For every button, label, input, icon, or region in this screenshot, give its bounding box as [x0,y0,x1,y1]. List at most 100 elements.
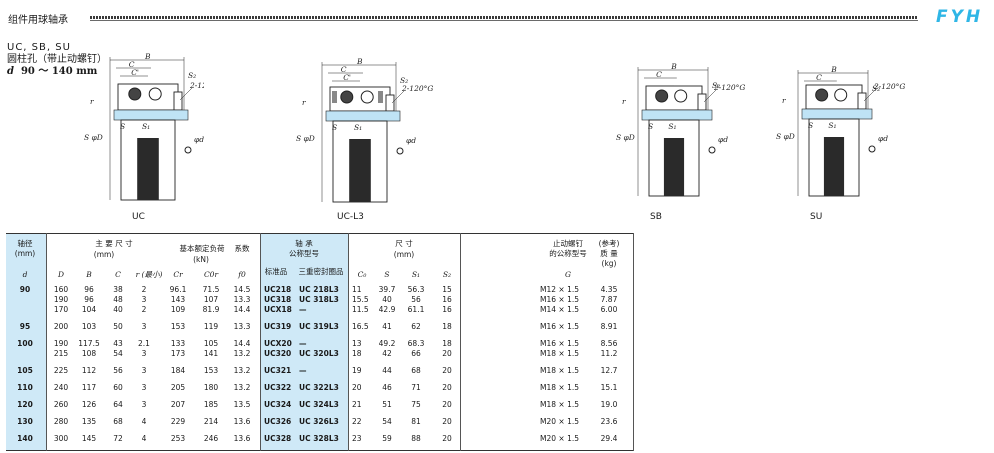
cell-r: 3 [141,366,147,375]
cell-r: 4 [141,434,147,443]
cell-S2: 20 [442,417,452,426]
cell-S2: 20 [442,383,452,392]
seal-icon [378,91,383,103]
cell-C0r: 107 [203,295,219,304]
cell-D: 170 [53,305,69,314]
cell-G: M18 × 1.5 [540,400,579,409]
cell-S: 51 [382,400,392,409]
header-mass: 质 量 [600,249,618,258]
label-S2: S₂ [872,84,880,93]
symbol-S2: S₂ [442,270,452,279]
table-divider [260,233,261,451]
cell-C0r: 81.9 [202,305,220,314]
ball-icon [834,88,848,102]
cell-std: UCX20 [264,339,292,348]
seal-icon [332,91,337,103]
header-ref: (参考) [598,239,620,248]
set-screw-icon [173,91,183,111]
label-B: B [144,52,151,61]
cell-Cr: 153 [170,322,186,331]
cell-D: 240 [53,383,69,392]
header-factor: 系数 [234,244,250,253]
cell-D: 160 [53,285,69,294]
drawing-caption-uc-l3: UC-L3 [337,212,364,222]
header-standard: 标准品 [264,267,288,276]
cell-f0: 13.2 [233,383,251,392]
label-C: C [129,60,135,69]
header-dims: 尺 寸 [395,239,413,248]
cell-D: 280 [53,417,69,426]
cell-sealed: — [299,366,307,375]
screw-leader [703,89,717,103]
cell-r: 3 [141,383,147,392]
cell-G: M16 × 1.5 [540,295,579,304]
label-B: B [670,62,677,71]
cell-Cr: 173 [170,349,186,358]
cell-Cr: 205 [170,383,186,392]
cell-C0: 18 [352,349,362,358]
cell-std: UC328 [264,434,292,443]
cell-G: M18 × 1.5 [540,366,579,375]
hole-icon [868,145,876,153]
cell-G: M18 × 1.5 [540,383,579,392]
inner-ring-shadow [823,137,845,196]
ball-icon [360,90,374,104]
label-B: B [356,57,363,66]
cell-d: 130 [17,417,33,426]
label-S: S [120,122,125,131]
header-dims-unit: (mm) [393,250,415,259]
cell-r: 4 [141,417,147,426]
cell-mass: 11.2 [600,349,618,358]
cell-f0: 13.6 [233,434,251,443]
cell-d: 140 [17,434,33,443]
cell-G: M12 × 1.5 [540,285,579,294]
label-S: S [332,123,337,132]
cell-sealed: UC 318L3 [299,295,339,304]
cell-D: 190 [53,339,69,348]
cell-C0: 22 [352,417,362,426]
header-mass-unit: (kg) [601,259,617,268]
ball-icon [815,88,829,102]
cell-C: 38 [113,285,123,294]
cell-sealed: UC 320L3 [299,349,339,358]
inner-ring-shadow [137,138,159,200]
label-pd: φd [406,136,416,145]
shaft-column-highlight [6,234,46,450]
label-SD: S φD [616,133,635,142]
cell-S: 39.7 [378,285,396,294]
inner-ring-shadow [663,138,685,196]
series-d-range: d 90 ～ 140 mm [7,66,97,77]
header-bearing-designation: 公称型号 [289,249,319,258]
table-divider [46,233,47,451]
header-rule [90,16,918,19]
cell-C0r: 105 [203,339,219,348]
drawing-caption-sb: SB [650,212,662,222]
cell-C0: 23 [352,434,362,443]
cell-D: 215 [53,349,69,358]
cell-S1: 75 [411,400,421,409]
inner-ring-shadow [349,139,371,202]
label-screw: 2-120°G [401,84,433,93]
cell-std: UC326 [264,417,292,426]
cell-C0: 11 [352,285,362,294]
label-C: C [341,65,347,74]
cell-sealed: UC 324L3 [299,400,339,409]
header-main-unit: (mm) [93,250,115,259]
cell-B: 103 [81,322,97,331]
label-pd: φd [878,134,888,143]
cell-B: 108 [81,349,97,358]
symbol-f0: f0 [238,270,246,279]
label-S2: S₂ [188,71,196,80]
cell-f0: 13.5 [233,400,251,409]
cell-S1: 56 [411,295,421,304]
cell-r: 3 [141,322,147,331]
symbol-d: d [22,270,28,279]
cell-S2: 16 [442,305,452,314]
cell-C0: 13 [352,339,362,348]
label-S2: S₂ [400,76,408,85]
ball-icon [128,87,142,101]
cell-C: 68 [113,417,123,426]
cell-C0r: 141 [203,349,219,358]
